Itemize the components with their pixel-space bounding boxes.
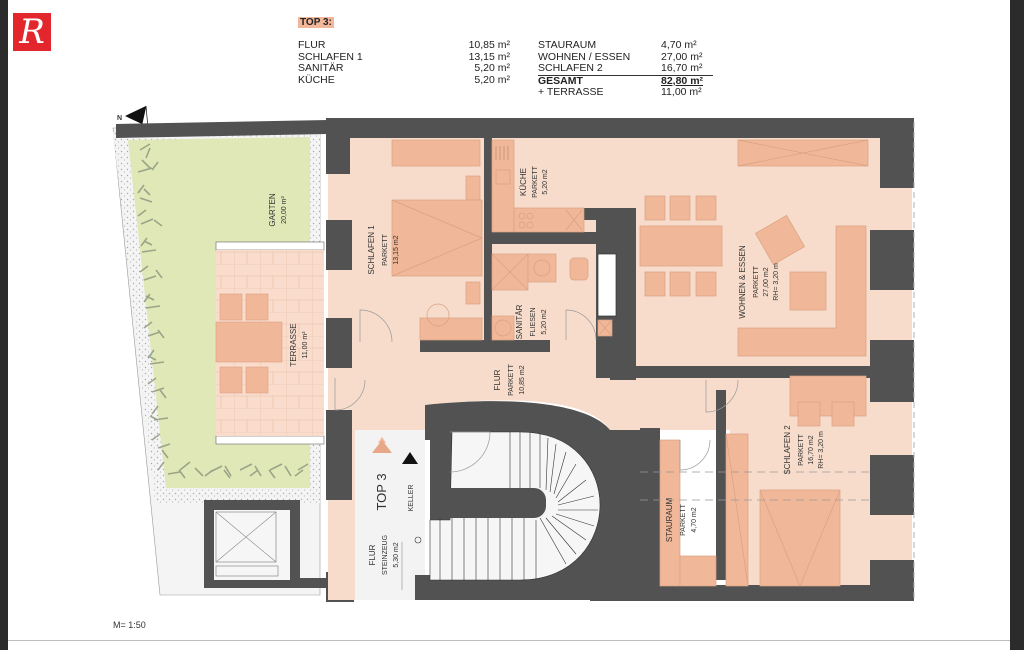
furniture-sanitaer (491, 253, 617, 341)
scale-label: M= 1:50 (113, 620, 146, 630)
area-row: SANITÄR 5,20 m² (298, 63, 510, 75)
schlafen1-label: SCHLAFEN 1 (367, 225, 376, 275)
schlafen2-floor: PARKETT (798, 433, 805, 465)
page-bottom-border (8, 640, 1010, 641)
terrace-label: TERRASSE (289, 323, 298, 366)
area-row: WOHNEN / ESSEN 27,00 m² (538, 50, 713, 64)
kueche-label: KÜCHE (519, 168, 528, 196)
sanitaer-area: 5,20 m2 (541, 309, 548, 334)
terrace-label: + TERRASSE (538, 86, 604, 99)
room-name: SCHLAFEN 2 (538, 62, 603, 75)
room-name: FLUR (298, 39, 326, 51)
room-area: 27,00 m² (661, 50, 703, 63)
stauraum-floor: PARKETT (680, 503, 687, 535)
elevator-shaft (204, 500, 354, 602)
kueche-area: 5,20 m2 (542, 169, 549, 194)
wohnen-label: WOHNEN & ESSEN (738, 245, 747, 319)
garden-area-value: 20,00 m² (281, 196, 288, 224)
kueche-floor: PARKETT (532, 165, 539, 197)
total-area: 82,80 m² (661, 74, 713, 88)
schlafen2-area: 16,70 m2 (808, 435, 815, 464)
flur-floor: PARKETT (508, 363, 515, 395)
sanitaer-floor: FLIESEN (530, 307, 537, 336)
doors (334, 309, 739, 590)
unit-title: TOP 3: (298, 17, 334, 28)
room-name: SCHLAFEN 1 (298, 50, 363, 63)
entry-flur-label: FLUR (368, 544, 377, 565)
stauraum-label: STAURAUM (665, 498, 674, 543)
sofa-icon (737, 225, 867, 357)
dining-table (639, 225, 723, 267)
room-name: KÜCHE (298, 73, 335, 86)
brand-logo: R (13, 13, 51, 51)
entry-flur-floor: STEINZEUG (382, 535, 389, 575)
unit-label: TOP 3 (374, 473, 389, 510)
keller-arrow-icon (402, 452, 418, 464)
terrace-table (215, 321, 283, 363)
sanitaer-label: SANITÄR (515, 304, 524, 339)
area-row: STAURAUM 4,70 m² (538, 39, 713, 52)
terrace-area-value: 11,00 m² (302, 331, 309, 359)
furniture-kueche: KÜCHE PARKETT 5,20 m2 (491, 139, 585, 233)
area-table-left: FLUR 10,85 m² SCHLAFEN 1 13,15 m² SANITÄR 5… (298, 39, 510, 87)
schlafen1-floor: PARKETT (382, 233, 389, 265)
room-labels: SCHLAFEN 1 PARKETT 13,15 m2 SANITÄR FLIE… (367, 225, 825, 575)
viewer-frame-right (1010, 0, 1024, 650)
schlafen2-label: SCHLAFEN 2 (783, 425, 792, 475)
schlafen2-height: RH= 3,20 m (818, 431, 825, 469)
area-row: SCHLAFEN 1 13,15 m² (298, 50, 510, 64)
flur-area: 10,85 m2 (519, 365, 526, 394)
stauraum-area: 4,70 m2 (691, 507, 698, 532)
logo-letter: R (19, 12, 45, 52)
bed-icon (759, 489, 841, 587)
room-area: 5,20 m² (474, 62, 510, 75)
staircase (414, 431, 601, 581)
wohnen-floor: PARKETT (753, 265, 760, 297)
furniture-wohnen (639, 139, 869, 357)
terrace-area: TERRASSE 11,00 m² (215, 241, 325, 445)
room-area: 5,20 m² (474, 73, 510, 86)
bed-icon (391, 199, 483, 277)
room-name: WOHNEN / ESSEN (538, 50, 631, 63)
room-name: STAURAUM (538, 39, 597, 51)
furniture-schlafen1 (391, 139, 483, 341)
wohnen-area: 27,00 m2 (763, 267, 770, 296)
area-table-right: STAURAUM 4,70 m² WOHNEN / ESSEN 27,00 m² S… (538, 39, 713, 99)
wohnen-height: RH= 3,20 m (773, 263, 780, 301)
viewer-frame-left (0, 0, 8, 650)
area-row: KÜCHE 5,20 m² (298, 73, 510, 87)
compass-label: N (117, 115, 122, 122)
room-area: 4,70 m² (661, 39, 697, 51)
room-name: SANITÄR (298, 62, 344, 75)
entry-triangle-icon (372, 440, 392, 453)
entry-flur-area: 5,30 m2 (393, 542, 400, 567)
room-area: 10,85 m² (468, 39, 510, 51)
flur-label: FLUR (493, 369, 502, 390)
plant-hedge-icon (137, 143, 309, 479)
garden-label: GARTEN (268, 193, 277, 226)
keller-label: KELLER (408, 485, 415, 512)
terrace-row: + TERRASSE 11,00 m² (538, 87, 713, 99)
armchair-icon (754, 214, 806, 266)
terrace-area: 11,00 m² (661, 86, 702, 99)
schlafen1-area: 13,15 m2 (393, 235, 400, 264)
room-area: 16,70 m² (661, 62, 703, 75)
area-row: SCHLAFEN 2 16,70 m² (538, 62, 713, 75)
north-arrow-icon: N (117, 105, 149, 129)
room-area: 13,15 m² (468, 50, 510, 63)
area-row: FLUR 10,85 m² (298, 39, 510, 52)
total-label: GESAMT (538, 74, 661, 88)
